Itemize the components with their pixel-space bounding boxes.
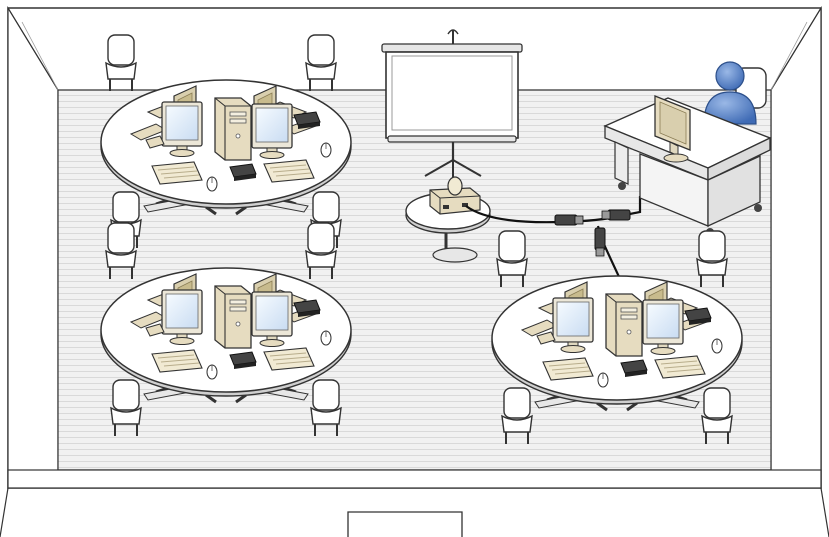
cable-connector: [602, 210, 630, 220]
cable-connector: [595, 228, 605, 256]
door: [348, 512, 462, 537]
cable-connector: [555, 215, 583, 225]
